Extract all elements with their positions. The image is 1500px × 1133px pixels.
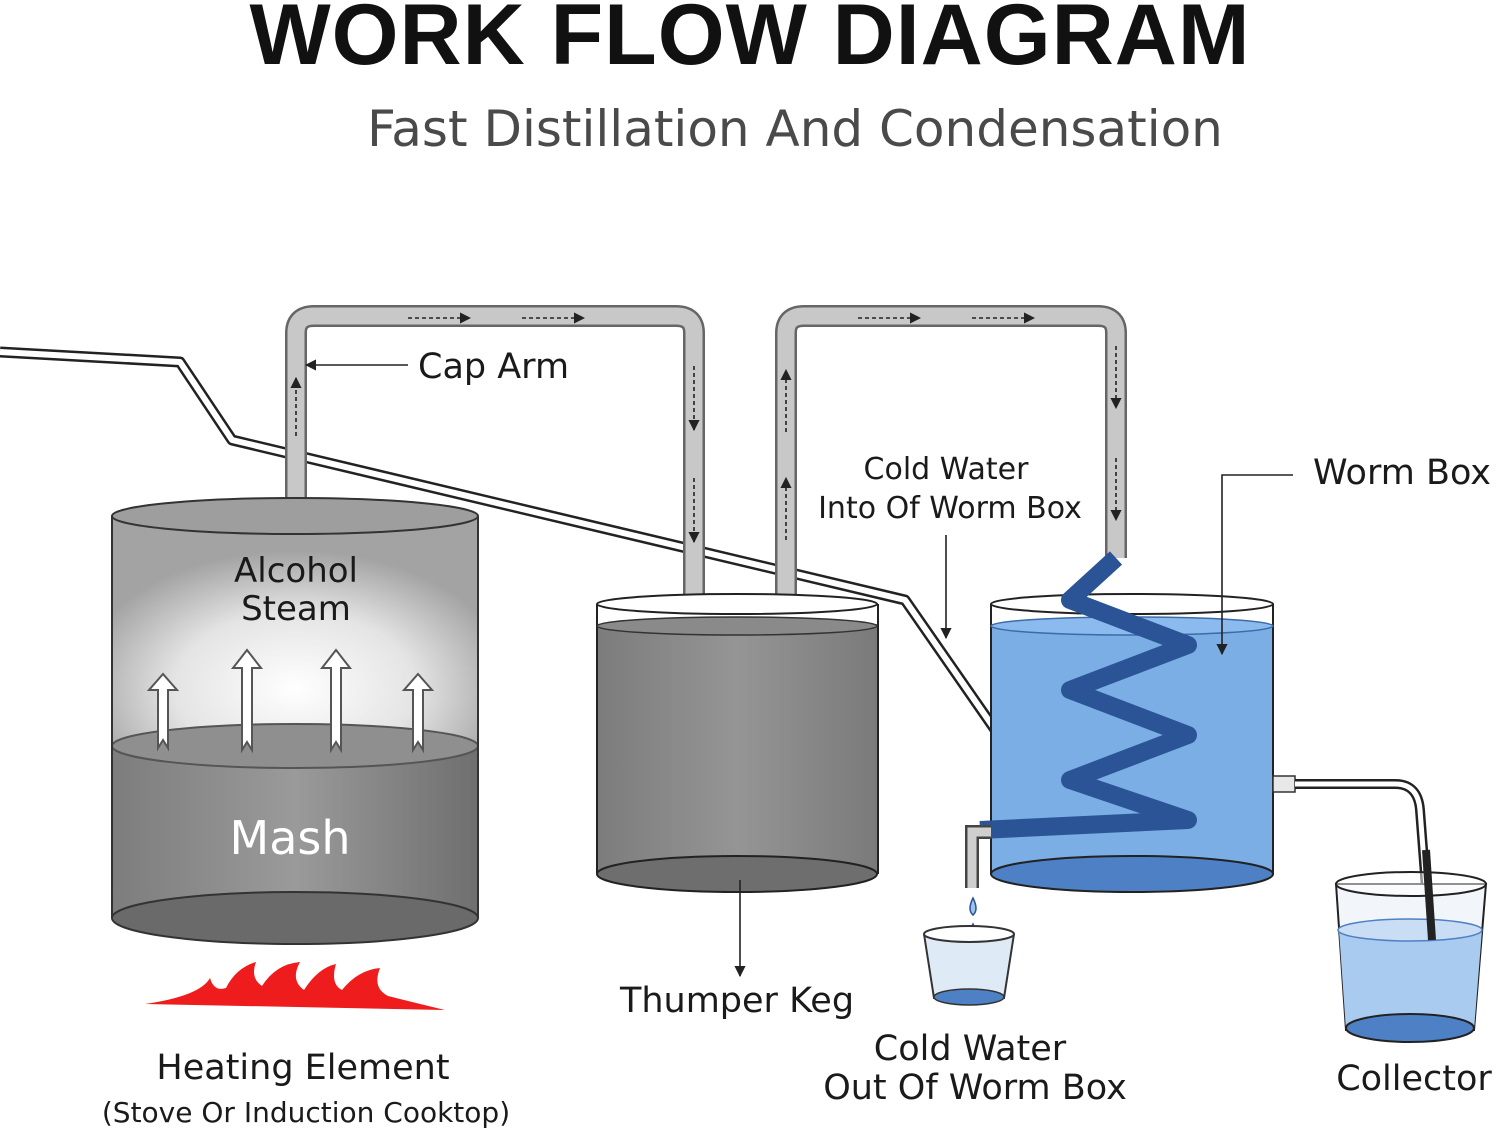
cold-water-in-label-line1: Cold Water <box>864 452 1030 487</box>
collector <box>1334 849 1488 1043</box>
page-title: WORK FLOW DIAGRAM <box>249 0 1251 83</box>
heating-element-label: Heating Element <box>156 1048 449 1088</box>
cold-water-outlet-spout <box>965 825 991 888</box>
cap-arm-label: Cap Arm <box>418 347 569 387</box>
heating-element-sublabel: (Stove Or Induction Cooktop) <box>102 1096 510 1129</box>
alcohol-label: Alcohol <box>234 551 358 591</box>
cold-water-out-label-line2: Out Of Worm Box <box>823 1068 1127 1108</box>
worm-coil <box>979 551 1197 839</box>
cold-water-cup <box>923 925 1015 1006</box>
cold-water-in-label-line2: Into Of Worm Box <box>818 491 1082 526</box>
steam-label: Steam <box>241 589 351 629</box>
thumper-keg-label: Thumper Keg <box>619 981 854 1021</box>
page-subtitle: Fast Distillation And Condensation <box>367 100 1223 158</box>
condenser-feed-pipe <box>775 305 1127 598</box>
steam-arrows <box>146 648 435 754</box>
flame-icon <box>145 962 445 1010</box>
collector-tube <box>1272 775 1435 941</box>
label-leader-lines <box>304 359 1293 978</box>
worm-box-label: Worm Box <box>1313 453 1491 493</box>
thumper-keg <box>596 593 879 893</box>
collector-label: Collector <box>1336 1059 1492 1099</box>
cold-water-inlet-tube <box>0 346 1035 784</box>
mash-label: Mash <box>230 811 351 865</box>
cap-arm-pipe <box>285 305 705 598</box>
worm-box <box>990 593 1274 893</box>
cold-water-out-label-line1: Cold Water <box>874 1029 1067 1069</box>
